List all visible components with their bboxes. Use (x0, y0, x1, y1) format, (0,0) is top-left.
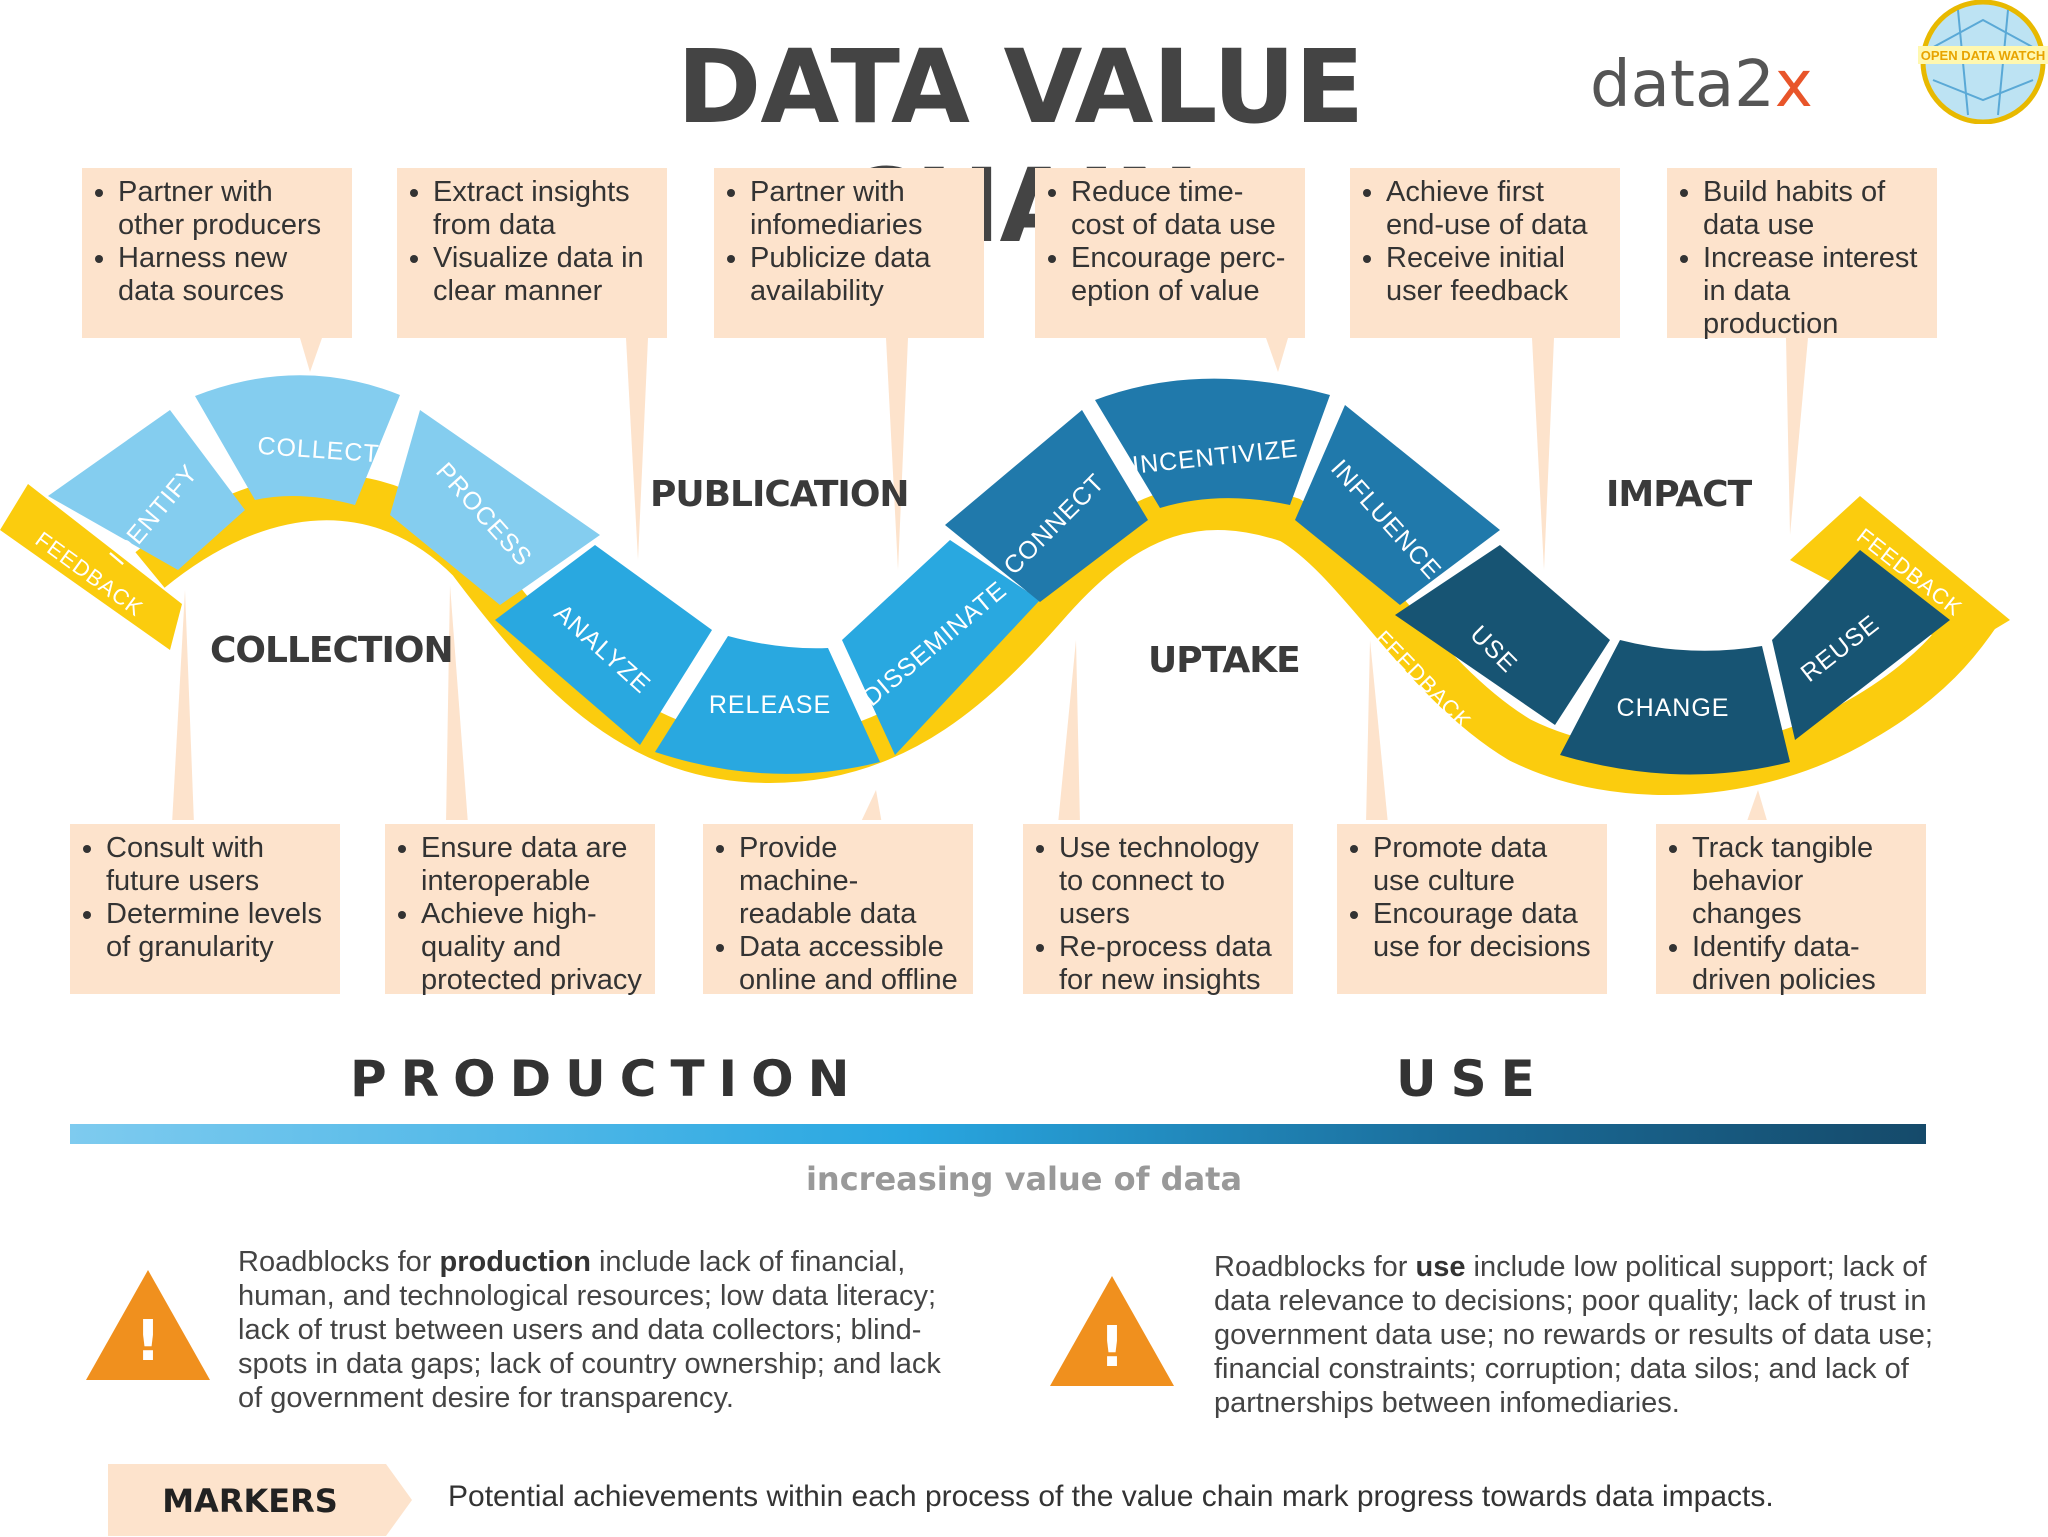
marker-box-influence: Promote data use cultureEncourage data u… (1337, 824, 1607, 994)
segment-reuse (1772, 550, 1950, 740)
marker-box-use: Achieve first end-use of dataReceive ini… (1350, 168, 1620, 338)
segment-process (390, 410, 600, 605)
segment-use (1395, 545, 1610, 725)
warning-icon: ! (86, 1270, 210, 1380)
stage-publication: PUBLICATION (650, 474, 910, 515)
segment-connect (945, 410, 1148, 602)
feedback-band-right (1790, 496, 2010, 650)
segment-analyze (495, 545, 712, 745)
marker-box-collect: Partner with other producersHarness new … (82, 168, 352, 338)
svg-text:OPEN DATA WATCH: OPEN DATA WATCH (1921, 48, 2045, 63)
axis-production-label: PRODUCTION (350, 1050, 864, 1108)
bottom-pointers (172, 585, 1767, 820)
marker-box-process: Extract insights from dataVisualize data… (397, 168, 667, 338)
axis-use-label: USE (1396, 1050, 1549, 1108)
svg-text:MARKERS: MARKERS (162, 1482, 338, 1520)
marker-box-reuse: Build habits of data useIncrease interes… (1667, 168, 1937, 340)
segment-incentivize (1095, 378, 1330, 508)
segment-label-change: CHANGE (1617, 694, 1730, 722)
open-data-watch-logo: OPEN DATA WATCH (1918, 0, 2048, 124)
segment-influence (1295, 405, 1500, 605)
roadblocks-use: Roadblocks for use include low political… (1214, 1251, 1933, 1419)
stage-impact: IMPACT (1606, 474, 1752, 515)
segment-release (655, 636, 880, 774)
svg-text:!: ! (1099, 1315, 1125, 1380)
data2x-logo: data2x (1590, 48, 1813, 122)
segment-collect (195, 375, 400, 505)
value-chain-wave: IDENTIFY COLLECT PROCESS ANALYZE RELEASE… (0, 338, 2010, 820)
stage-uptake: UPTAKE (1148, 640, 1301, 681)
segment-identify (48, 410, 245, 570)
marker-box-change: Track tangible behavior changesIdentify … (1656, 824, 1926, 996)
markers-tag: MARKERS (108, 1464, 412, 1536)
marker-box-connect: Use technology to connect to usersRe-pro… (1023, 824, 1293, 996)
marker-box-incentivize: Reduce time-cost of data useEncourage pe… (1035, 168, 1305, 338)
axis-caption: increasing value of data (805, 1160, 1243, 1198)
top-pointers (300, 338, 1808, 570)
value-gradient-bar (70, 1124, 1926, 1144)
segments (48, 375, 1950, 775)
segment-label-release: RELEASE (709, 691, 831, 719)
marker-box-identify: Consult with future usersDetermine level… (70, 824, 340, 994)
stage-collection: COLLECTION (210, 630, 454, 671)
marker-box-release: Provide machine-readable dataData access… (703, 824, 973, 996)
marker-box-disseminate: Partner with infomediariesPublicize data… (714, 168, 984, 338)
roadblocks-production: Roadblocks for production include lack o… (238, 1246, 941, 1414)
segment-change (1560, 640, 1790, 775)
segment-disseminate (842, 540, 1040, 755)
feedback-band-left (0, 484, 182, 650)
warning-icon: ! (1050, 1276, 1174, 1386)
marker-box-analyze: Ensure data are interoperableAchieve hig… (385, 824, 655, 996)
svg-text:!: ! (135, 1309, 161, 1374)
markers-description: Potential achievements within each proce… (448, 1480, 1774, 1513)
